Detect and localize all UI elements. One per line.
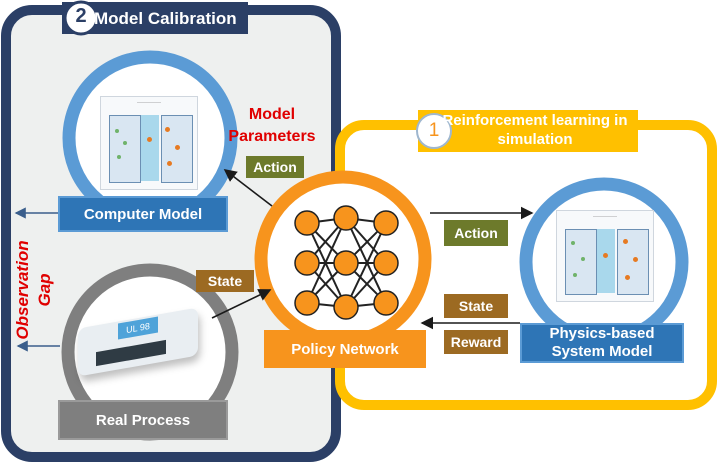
state-tag-left: State xyxy=(196,270,254,292)
rl-number-badge xyxy=(416,113,452,149)
state-tag-right: State xyxy=(444,294,508,318)
action-tag-left: Action xyxy=(246,156,304,178)
neuron-node xyxy=(373,210,399,236)
arrow-policy-to-computer-model xyxy=(223,169,273,207)
neuron-node xyxy=(294,210,320,236)
neuron-node xyxy=(294,290,320,316)
battery-schematic-image: —————— xyxy=(100,96,198,190)
model-parameters-label: Model Parameters xyxy=(228,106,316,145)
reward-tag-right: Reward xyxy=(444,330,508,354)
neuron-node xyxy=(373,250,399,276)
calibration-title: Model Calibration xyxy=(94,9,237,28)
observation-gap-label: Observation Gap xyxy=(13,240,54,340)
computer-model-box: Computer Model xyxy=(58,196,228,232)
rl-title-tab xyxy=(418,110,638,152)
battery-device-image: UL 98 xyxy=(68,300,208,386)
action-tag-right: Action xyxy=(444,220,508,246)
neuron-node xyxy=(333,205,359,231)
neuron-node xyxy=(333,250,359,276)
neuron-node xyxy=(333,294,359,320)
calibration-number-badge xyxy=(63,0,99,36)
physics-model-box: Physics-based System Model xyxy=(520,323,684,363)
real-process-box: Real Process xyxy=(58,400,228,440)
neuron-node xyxy=(294,250,320,276)
physics-schematic-image: —————— xyxy=(556,210,654,302)
neuron-node xyxy=(373,290,399,316)
rl-title: Reinforcement learning in simulation xyxy=(442,112,628,148)
rl-number: 1 xyxy=(428,120,440,141)
arrow-real-process-to-policy xyxy=(211,289,272,319)
calibration-number: 2 xyxy=(75,5,87,27)
policy-network-box: Policy Network xyxy=(264,330,426,368)
